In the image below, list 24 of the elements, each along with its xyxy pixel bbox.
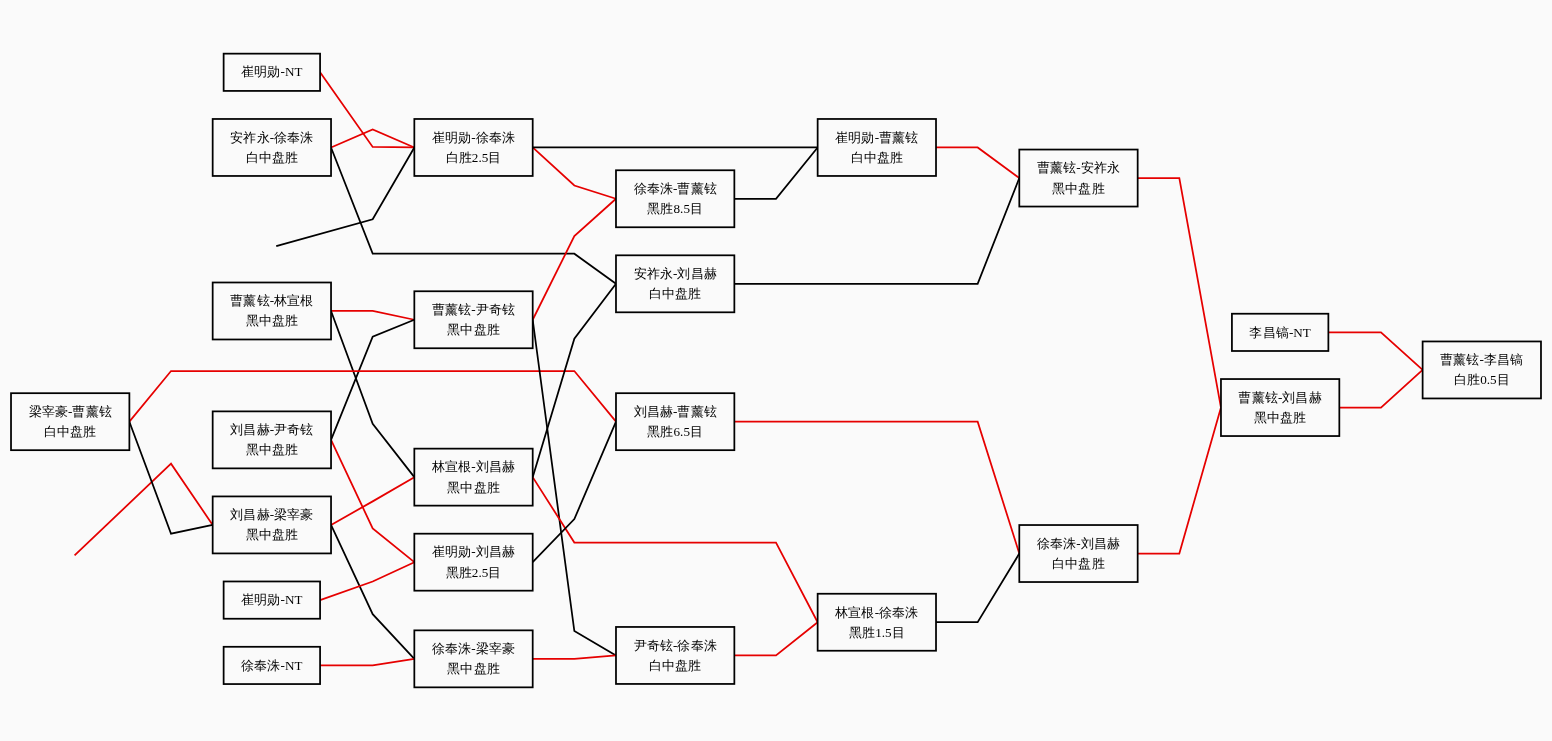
node-box: 刘昌赫-梁宰豪 黑中盘胜	[211, 495, 332, 555]
node-box: 崔明勋-刘昌赫 黑胜2.5目	[413, 532, 534, 592]
node-box: 梁宰豪-曹薰铉 白中盘胜	[10, 392, 131, 452]
node-box: 崔明勋-曹薰铉 白中盘胜	[816, 118, 937, 177]
node-box: 曹薰铉-李昌镐 白胜0.5目	[1421, 340, 1542, 400]
node-box: 李昌镐-NT	[1231, 312, 1330, 352]
node-box: 刘昌赫-尹奇铉 黑中盘胜	[211, 410, 332, 470]
node-box: 林宣根-刘昌赫 黑中盘胜	[413, 447, 534, 507]
node-box: 徐奉洙-NT	[222, 645, 321, 685]
node-box: 曹薰铉-安祚永 黑中盘胜	[1018, 148, 1139, 208]
node-box: 徐奉洙-刘昌赫 白中盘胜	[1018, 524, 1139, 583]
node-box: 林宣根-徐奉洙 黑胜1.5目	[816, 592, 937, 652]
node-box: 徐奉洙-曹薰铉 黑胜8.5目	[615, 169, 736, 229]
node-box: 崔明勋-NT	[222, 52, 321, 92]
node-box: 曹薰铉-林宣根 黑中盘胜	[211, 281, 332, 341]
node-box: 徐奉洙-梁宰豪 黑中盘胜	[413, 629, 534, 689]
node-box: 刘昌赫-曹薰铉 黑胜6.5目	[615, 392, 736, 452]
node-box: 崔明勋-NT	[222, 580, 321, 620]
node-box: 安祚永-徐奉洙 白中盘胜	[211, 118, 332, 177]
node-box: 尹奇铉-徐奉洙 白中盘胜	[615, 626, 736, 685]
node-box: 安祚永-刘昌赫 白中盘胜	[615, 254, 736, 314]
node-box: 崔明勋-徐奉洙 白胜2.5目	[413, 118, 534, 177]
node-box: 曹薰铉-刘昌赫 黑中盘胜	[1220, 378, 1341, 437]
node-box: 曹薰铉-尹奇铉 黑中盘胜	[413, 290, 534, 350]
